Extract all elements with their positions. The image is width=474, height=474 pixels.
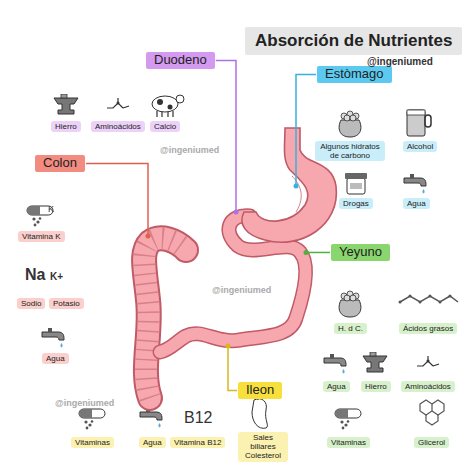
nutrient-tag: Aminoácidos	[401, 381, 455, 392]
icon-symbol-text: K+	[50, 272, 63, 282]
nutrient-name: H. d C.	[338, 324, 363, 333]
organ-name: Colon	[43, 156, 77, 171]
nutrient-name: Agua	[143, 438, 162, 447]
leader-line	[228, 346, 237, 390]
organ-name: Duodeno	[154, 53, 207, 68]
organ-label: Yeyuno	[331, 244, 390, 261]
icon-symbol-text: K	[48, 205, 54, 214]
organ-label: Ileon	[238, 382, 282, 399]
leader-dot	[234, 210, 239, 215]
organ-label: Duodeno	[146, 52, 215, 69]
watermark: @ingeniumed	[55, 399, 114, 408]
organ-name: Yeyuno	[339, 245, 382, 260]
colon	[144, 238, 186, 398]
nutrient-name: Agua	[46, 354, 65, 363]
nutrient-tag: Agua	[403, 198, 430, 209]
title: Absorción de Nutrientes	[245, 27, 462, 55]
icon-symbol-text: Na	[25, 267, 45, 283]
nutrient-name: Agua	[407, 199, 426, 208]
nutrient-tag: Ácidos grasos	[399, 323, 457, 334]
nutrient-name: Potasio	[53, 299, 80, 308]
leader-line	[86, 163, 148, 236]
nutrient-tag: Sodio	[17, 298, 45, 309]
nutrient-name: Vitamina K	[22, 232, 61, 241]
nutrient-tag: Calcio	[150, 121, 180, 132]
leader-line	[296, 74, 316, 186]
nutrient-tag: Agua	[323, 381, 350, 392]
nutrient-tag: Agua	[139, 437, 166, 448]
nutrient-tag: Vitaminas	[327, 437, 370, 448]
nutrient-tag: Alcohol	[403, 141, 437, 152]
nutrient-tag: Sales biliares Colesterol	[238, 432, 288, 462]
nutrient-name: Sales biliares Colesterol	[242, 433, 284, 461]
nutrient-name: Vitaminas	[331, 438, 366, 447]
nutrient-name: Vitaminas	[75, 438, 110, 447]
nutrient-name: Ácidos grasos	[403, 324, 453, 333]
nutrient-name: Agua	[327, 382, 346, 391]
organ-label: Estòmago	[317, 66, 392, 83]
nutrient-name: Hierro	[55, 122, 77, 131]
nutrient-tag: Vitamina K	[18, 231, 65, 242]
leader-line	[306, 252, 330, 254]
leader-dot	[146, 234, 151, 239]
nutrient-name: Drogas	[343, 199, 369, 208]
nutrient-tag: Vitaminas	[71, 437, 114, 448]
watermark: @ingeniumed	[367, 57, 433, 67]
nutrient-tag: H. d C.	[334, 323, 367, 334]
leader-dot	[304, 250, 309, 255]
leader-line	[216, 60, 236, 212]
organ-name: Ileon	[246, 383, 274, 398]
nutrient-name: Sodio	[21, 299, 41, 308]
watermark: @ingeniumed	[160, 146, 219, 155]
leader-dot	[294, 184, 299, 189]
nutrient-tag: Drogas	[339, 198, 373, 209]
organ-label: Colon	[35, 155, 85, 172]
nutrient-tag: Hierro	[361, 381, 391, 392]
nutrient-tag: Glicerol	[414, 437, 449, 448]
nutrient-name: Alcohol	[407, 142, 433, 151]
nutrient-tag: Agua	[42, 353, 69, 364]
nutrient-tag: Potasio	[49, 298, 84, 309]
nutrient-tag: Hierro	[51, 121, 81, 132]
nutrient-name: Vitamina B12	[174, 438, 221, 447]
nutrient-name: Algunos hidratos de carbono	[319, 142, 381, 160]
leader-dot	[226, 344, 231, 349]
organ-name: Estòmago	[325, 67, 384, 82]
nutrient-name: Aminoácidos	[405, 382, 451, 391]
nutrient-name: Hierro	[365, 382, 387, 391]
nutrient-tag: Algunos hidratos de carbono	[315, 141, 385, 161]
nutrient-name: Glicerol	[418, 438, 445, 447]
nutrient-tag: Aminoácidos	[91, 121, 145, 132]
nutrient-tag: Vitamina B12	[170, 437, 225, 448]
nutrient-name: Aminoácidos	[95, 122, 141, 131]
icon-symbol-text: B12	[184, 410, 212, 426]
nutrient-name: Calcio	[154, 122, 176, 131]
watermark: @ingeniumed	[212, 286, 271, 295]
